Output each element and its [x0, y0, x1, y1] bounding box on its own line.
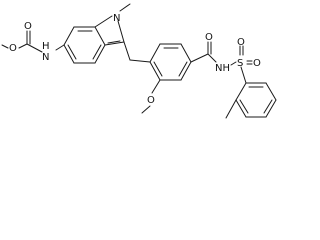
- bond-pyrrole-2: [117, 20, 125, 43]
- bond-amide-c-nh: [207, 53, 217, 63]
- atom-label-carbamate-o-carbonyl: O: [24, 21, 32, 32]
- atom-label-indole-n: N: [113, 13, 120, 24]
- bond-indole-benz-double-b: [92, 44, 102, 60]
- bond-nh-s: [230, 61, 237, 66]
- bond-center-ring-double-c: [153, 61, 163, 77]
- bond-indole-benz-3: [94, 26, 106, 46]
- bond-methyl-o: [1, 44, 9, 49]
- bond-ch2-1: [123, 41, 131, 61]
- bond-indole-benz-double-c: [67, 44, 77, 60]
- bond-center-ring-4: [180, 61, 192, 81]
- atom-label-sulfonyl-o1: O: [237, 37, 245, 48]
- chemical-structure: O O H N N O O NH S O O: [0, 0, 277, 137]
- bond-tolyl-ring-2: [265, 82, 277, 101]
- bond-s-tolyl: [240, 66, 247, 84]
- atom-label-sulfonamide-nh: NH: [215, 63, 230, 74]
- atom-label-sulfonyl-o2: O: [253, 58, 261, 69]
- bond-nh-ring: [55, 44, 65, 51]
- bond-n-methyl: [119, 3, 131, 12]
- bond-carbonyl-c-n: [26, 43, 43, 53]
- bond-pyrrole-3: [104, 41, 125, 46]
- bond-tolyl-double-b: [263, 99, 273, 114]
- bond-indole-benz-6: [63, 44, 75, 64]
- bond-ch2-2: [129, 59, 151, 63]
- bond-pyrrole-1: [94, 15, 113, 28]
- bond-tolyl-methyl: [225, 99, 237, 119]
- bond-ring-amide-c: [190, 53, 209, 63]
- atom-label-sulfonyl-s: S: [237, 58, 243, 69]
- atom-label-methoxy-o: O: [147, 95, 155, 106]
- bond-center-ring-3: [180, 43, 192, 63]
- bond-tolyl-ring-6: [235, 82, 247, 101]
- bond-center-ring-1: [149, 43, 161, 63]
- bond-center-ring-double-b: [178, 61, 188, 77]
- structure-svg: O O H N N O O NH S O O: [1, 3, 277, 119]
- bond-indole-benz-4: [94, 44, 106, 64]
- bond-indole-benz-1: [63, 26, 75, 46]
- atom-label-amide-o: O: [205, 32, 213, 43]
- bond-center-ring-6: [149, 61, 161, 81]
- bond-pyrrole-double: [107, 40, 121, 44]
- atom-label-carbamate-n: N: [42, 52, 49, 63]
- bond-tolyl-double-c: [239, 99, 249, 114]
- atom-label-carbamate-h: H: [42, 41, 50, 52]
- bond-methoxy-o-ch3: [141, 105, 151, 114]
- bond-o-carbonyl-c: [18, 43, 28, 49]
- bond-tolyl-ring-3: [265, 99, 277, 118]
- atom-label-carbamate-o-ether: O: [9, 43, 17, 54]
- bond-ring-methoxy-o: [151, 79, 161, 94]
- bond-tolyl-ring-5: [235, 99, 247, 118]
